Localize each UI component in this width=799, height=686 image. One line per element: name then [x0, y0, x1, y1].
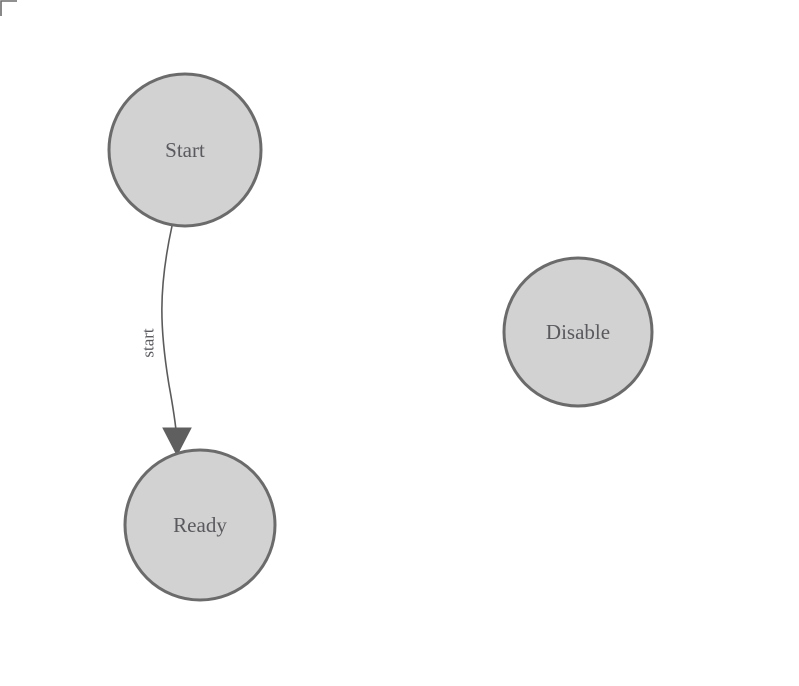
edge-line [161, 225, 178, 441]
edge-start-to-ready[interactable]: start [139, 225, 192, 457]
node-disable-label: Disable [546, 320, 610, 344]
top-left-corner-bracket-icon [0, 0, 17, 16]
node-disable[interactable]: Disable [502, 256, 654, 408]
node-ready-circle[interactable] [123, 448, 277, 602]
node-start-circle[interactable] [107, 72, 263, 228]
node-start-label: Start [165, 138, 205, 162]
node-ready[interactable]: Ready [123, 448, 277, 602]
node-disable-circle[interactable] [502, 256, 654, 408]
edge-label-start: start [139, 328, 158, 358]
node-start[interactable]: Start [107, 72, 263, 228]
node-ready-label: Ready [173, 513, 227, 537]
arrowhead-icon [162, 427, 192, 457]
